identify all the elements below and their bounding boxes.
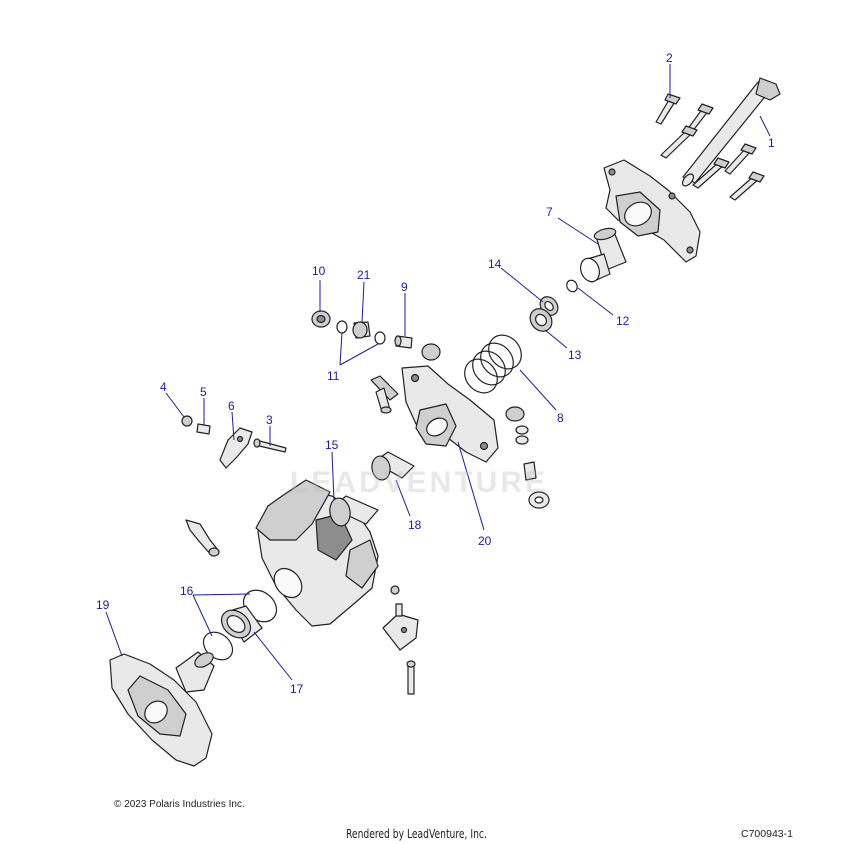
callout-20[interactable]: 20: [478, 534, 492, 548]
roller-assembly[interactable]: [370, 375, 399, 414]
callout-11[interactable]: 11: [327, 369, 340, 383]
part-20-spider[interactable]: [401, 365, 499, 463]
callout-19[interactable]: 19: [96, 598, 110, 612]
part-5-bushing[interactable]: [196, 423, 211, 435]
part-13-washer[interactable]: [526, 304, 557, 335]
part-1-long-bolt[interactable]: [680, 77, 781, 188]
small-spring-stack[interactable]: [515, 425, 537, 481]
part-8-spring[interactable]: [458, 329, 528, 400]
moveable-sheave[interactable]: [255, 479, 379, 627]
callout-5[interactable]: 5: [200, 385, 207, 399]
small-spring-lower[interactable]: [390, 585, 403, 617]
part-18-bushing[interactable]: [370, 451, 415, 481]
part-10-button[interactable]: [311, 310, 331, 328]
callout-12[interactable]: 12: [616, 314, 630, 328]
cam-arm-lower[interactable]: [382, 613, 419, 651]
callout-15[interactable]: 15: [325, 438, 339, 452]
callout-2[interactable]: 2: [666, 51, 673, 65]
callout-17[interactable]: 17: [290, 682, 304, 696]
callout-16[interactable]: 16: [180, 584, 194, 598]
diagram-reference: C700943-1: [741, 828, 793, 840]
part-12-o-ring[interactable]: [565, 278, 580, 293]
part-2-bolts[interactable]: [655, 93, 765, 201]
spider-cover-plate[interactable]: [603, 159, 701, 263]
callout-7[interactable]: 7: [546, 205, 553, 219]
grease-fitting[interactable]: [185, 519, 220, 557]
callout-18[interactable]: 18: [408, 518, 422, 532]
cap-piece-right[interactable]: [505, 406, 525, 422]
callout-3[interactable]: 3: [266, 413, 273, 427]
lower-bolt[interactable]: [406, 660, 416, 695]
callout-14[interactable]: 14: [488, 257, 502, 271]
plug[interactable]: [528, 491, 550, 509]
part-19-fixed-sheave[interactable]: [109, 650, 216, 767]
callout-labels: 1 2 3 4 5 6 7 8 9 10 11 12 13 14 15 16 1…: [96, 51, 775, 696]
callout-9[interactable]: 9: [401, 280, 408, 294]
callout-4[interactable]: 4: [160, 380, 167, 394]
part-17-bushing[interactable]: [216, 605, 263, 644]
part-21-bushing[interactable]: [352, 321, 371, 339]
part-6-weight[interactable]: [219, 427, 253, 469]
part-15-bushing[interactable]: [328, 495, 379, 528]
callout-6[interactable]: 6: [228, 399, 235, 413]
callout-10[interactable]: 10: [312, 264, 326, 278]
part-4-nut[interactable]: [181, 415, 193, 427]
part-11-washer-right[interactable]: [374, 331, 386, 345]
part-9-pin[interactable]: [394, 335, 413, 349]
watermark: LEADVENTURE: [290, 466, 549, 499]
leader-lines: [105, 64, 771, 681]
callout-1[interactable]: 1: [768, 136, 775, 150]
rendered-by-text: Rendered by LeadVenture, Inc.: [346, 827, 487, 841]
callout-21[interactable]: 21: [357, 268, 371, 282]
copyright-text: © 2023 Polaris Industries Inc.: [114, 799, 245, 810]
cap-piece[interactable]: [421, 343, 441, 361]
callout-13[interactable]: 13: [568, 348, 582, 362]
part-11-washer-left[interactable]: [336, 320, 348, 334]
part-7-sleeve[interactable]: [577, 226, 627, 284]
callout-8[interactable]: 8: [557, 411, 564, 425]
